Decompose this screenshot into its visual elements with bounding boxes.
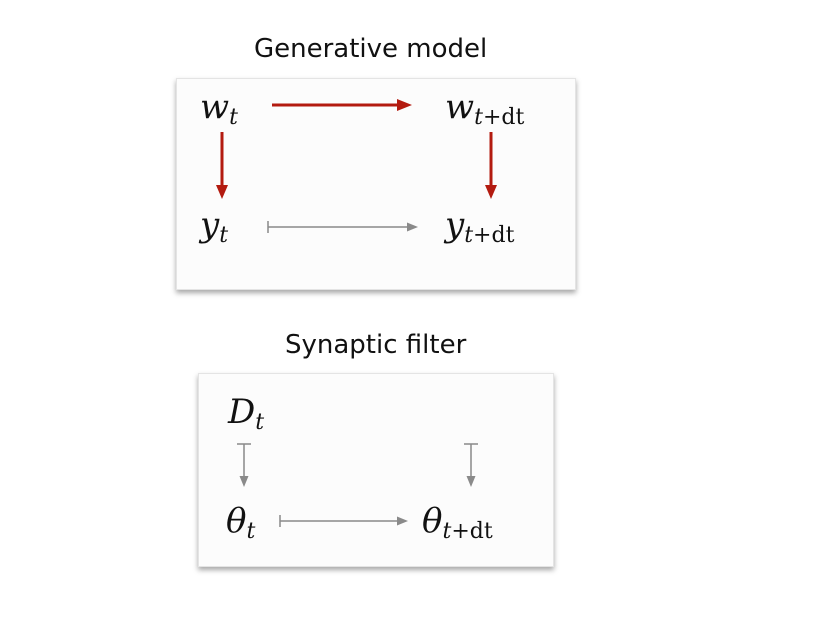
node-D-t: Dt [228,392,265,435]
node-y-t: yt [200,205,229,248]
node-theta-t: θt [226,501,256,544]
synaptic-filter-title: Synaptic filter [285,330,467,360]
generative-model-panel [176,78,576,290]
arrow-theta-t-to-theta-t-plus-dt [279,515,408,527]
node-theta-t-plus-dt: θt+dt [422,501,493,544]
node-w-t: wt [200,87,238,130]
synaptic-filter-panel [198,373,554,567]
arrow-w-t-to-w-t-plus-dt [272,99,412,111]
arrow-w-t-plus-dt-to-y-t-plus-dt [485,132,497,199]
arrow-right-column-to-theta-t-plus-dt [464,443,478,487]
node-y-t-plus-dt: yt+dt [445,205,515,248]
generative-model-title: Generative model [254,34,488,64]
arrow-w-t-to-y-t [216,132,228,199]
node-w-t-plus-dt: wt+dt [445,87,525,130]
arrow-D-t-to-theta-t [237,443,251,487]
arrow-y-t-to-y-t-plus-dt [267,221,418,233]
